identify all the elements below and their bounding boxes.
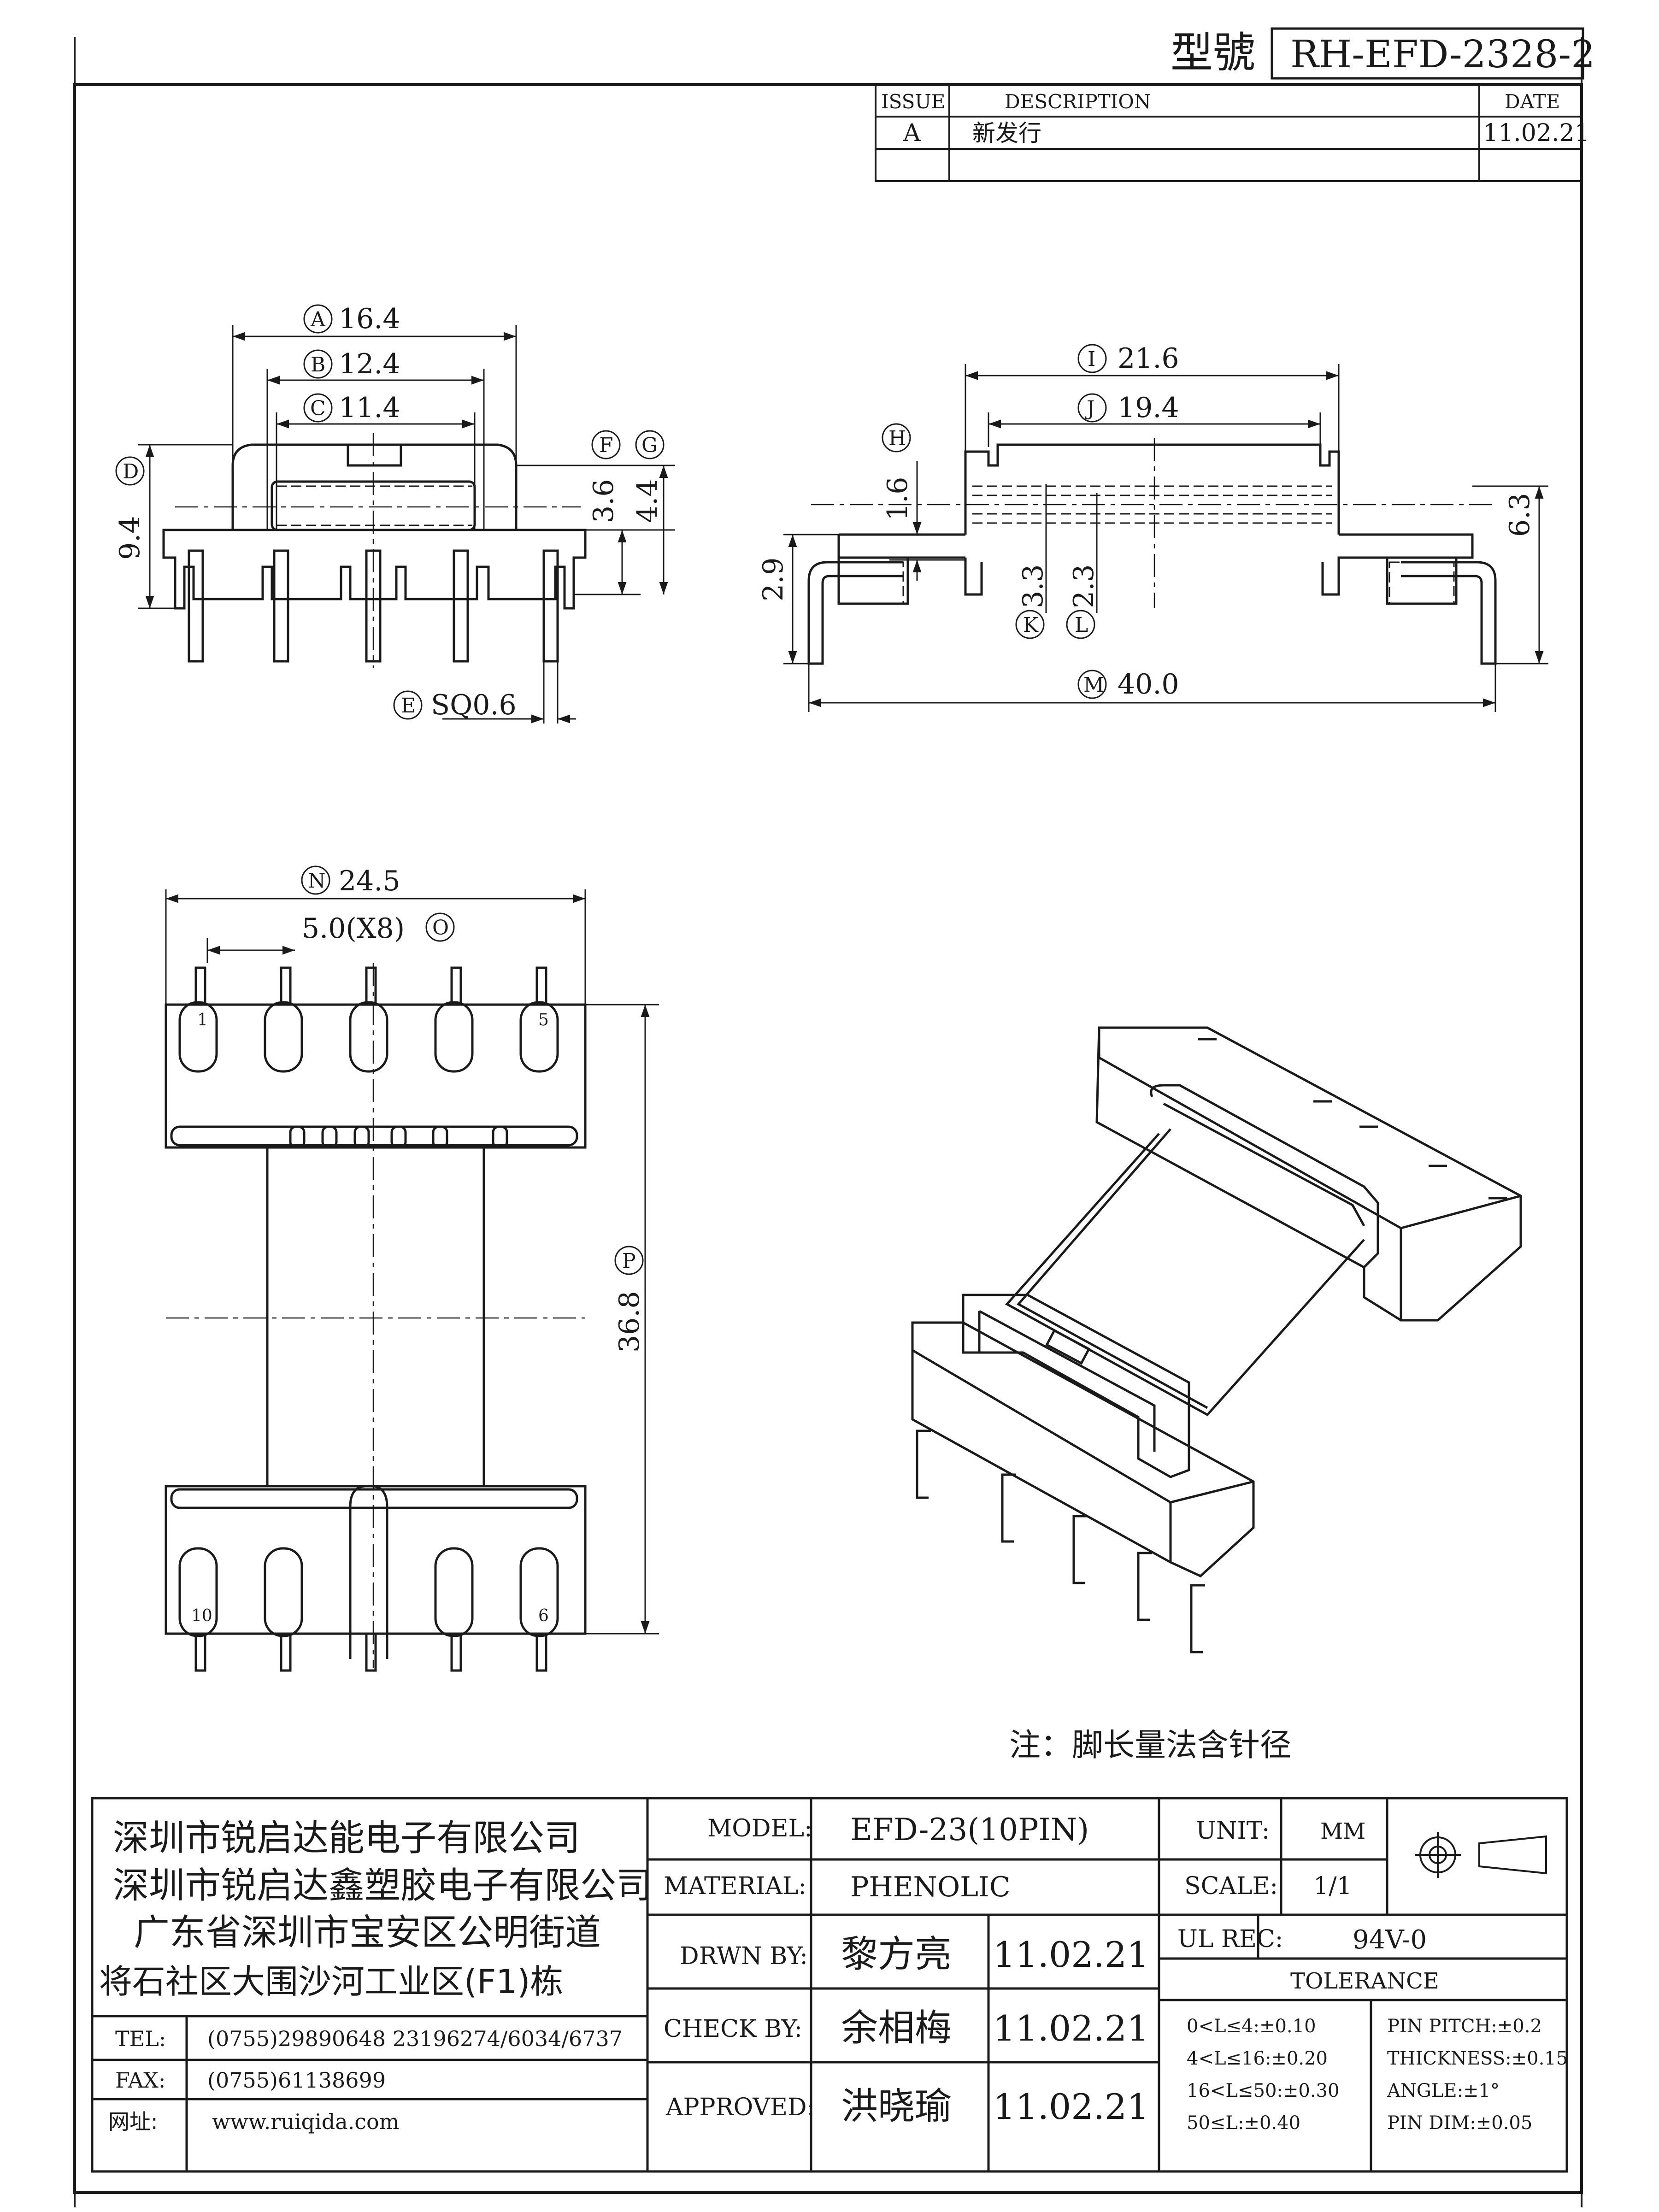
tolerance-row3: 16<L≤50:±0.30 [1187, 2080, 1339, 2101]
drawn-date: 11.02.21 [993, 1934, 1149, 1975]
tolerance-row2: 4<L≤16:±0.20 [1187, 2048, 1328, 2069]
dim-letter-f: F [599, 434, 613, 457]
dim-o-value: 5.0(X8) [302, 912, 405, 945]
tolerance-row8: PIN DIM:±0.05 [1387, 2112, 1532, 2134]
dim-letter-n: N [308, 869, 326, 893]
dim-letter-g: G [641, 434, 658, 457]
front-view: A 16.4 B 12.4 C 11.4 [114, 303, 675, 724]
dim-63-value: 6.3 [1504, 493, 1536, 537]
revision-table: ISSUE DESCRIPTION DATE A 新发行 11.02.21 [875, 83, 1590, 182]
dim-letter-j: J [1085, 397, 1095, 420]
approved-name: 洪晓瑜 [841, 2085, 952, 2128]
dim-29-value: 2.9 [757, 558, 789, 601]
approved-date: 11.02.21 [993, 2086, 1149, 2127]
company-line1: 深圳市锐启达能电子有限公司 [113, 1818, 580, 1859]
dim-j-value: 19.4 [1118, 392, 1179, 424]
tel-value: (0755)29890648 23196274/6034/6737 [207, 2026, 623, 2051]
tel-label: TEL: [115, 2026, 166, 2051]
corner-marks [74, 37, 1583, 2207]
dim-e-value: SQ0.6 [431, 689, 517, 721]
dim-letter-i: I [1088, 347, 1095, 371]
revision-row-date: 11.02.21 [1483, 119, 1590, 147]
revision-row-description: 新发行 [972, 120, 1041, 147]
model-code-header: 型號 RH-EFD-2328-2 [1171, 27, 1595, 80]
dim-k-value: 3.3 [1017, 565, 1049, 608]
top-view: N 24.5 5.0(X8) O [165, 865, 659, 1672]
dim-letter-h: H [888, 427, 906, 450]
material-value: PHENOLIC [850, 1871, 1011, 1903]
model-code-label: 型號 [1171, 28, 1255, 77]
pin-label-1: 1 [197, 1011, 208, 1030]
web-label: 网址: [108, 2109, 158, 2134]
revision-col-date: DATE [1505, 90, 1560, 113]
company-line4: 将石社区大围沙河工业区(F1)栋 [99, 1962, 563, 2001]
projection-symbol [1415, 1832, 1547, 1878]
dim-l-value: 2.3 [1068, 565, 1100, 608]
dim-p-value: 36.8 [613, 1291, 646, 1353]
company-line3: 广东省深圳市宝安区公明街道 [134, 1912, 601, 1953]
dim-letter-b: B [311, 353, 325, 377]
dim-letter-k: K [1023, 613, 1039, 637]
drawn-label: DRWN BY: [680, 1942, 808, 1970]
dim-letter-p: P [622, 1249, 636, 1273]
check-name: 余相梅 [841, 2006, 952, 2049]
check-label: CHECK BY: [664, 2015, 802, 2043]
dim-n-value: 24.5 [339, 865, 400, 897]
tolerance-row1: 0<L≤4:±0.10 [1187, 2016, 1316, 2037]
approved-label: APPROVED: [665, 2094, 815, 2121]
model-label: MODEL: [707, 1815, 812, 1842]
sheet-frame [73, 83, 1583, 2194]
revision-row-issue: A [903, 119, 921, 147]
dim-i-value: 21.6 [1118, 342, 1179, 375]
dim-letter-l: L [1075, 613, 1088, 637]
pin-label-6: 6 [538, 1606, 549, 1625]
dim-d-value: 9.4 [114, 516, 146, 560]
dim-m-value: 40.0 [1118, 668, 1179, 700]
model-code-value: RH-EFD-2328-2 [1290, 33, 1595, 76]
dim-letter-e: E [401, 694, 416, 718]
dim-letter-m: M [1083, 673, 1104, 697]
dim-c-value: 11.4 [339, 392, 400, 424]
tolerance-row5: PIN PITCH:±0.2 [1387, 2016, 1542, 2037]
tolerance-label: TOLERANCE [1290, 1968, 1439, 1994]
scale-value: 1/1 [1313, 1872, 1352, 1900]
pin-label-10: 10 [191, 1606, 212, 1625]
revision-col-description: DESCRIPTION [1005, 90, 1151, 113]
dim-f-value: 3.6 [588, 479, 620, 523]
dim-b-value: 12.4 [339, 348, 400, 380]
tolerance-row4: 50≤L:±0.40 [1187, 2112, 1300, 2134]
company-line2: 深圳市锐启达鑫塑胶电子有限公司 [113, 1865, 652, 1906]
check-date: 11.02.21 [993, 2008, 1149, 2049]
pin-label-5: 5 [538, 1011, 549, 1030]
ul-value: 94V-0 [1353, 1925, 1427, 1955]
dim-h-value: 1.6 [882, 477, 914, 521]
dim-g-value: 4.4 [631, 479, 664, 523]
isometric-view [911, 1026, 1522, 1653]
fax-value: (0755)61138699 [207, 2068, 386, 2093]
drawn-name: 黎方亮 [841, 1933, 952, 1976]
scale-label: SCALE: [1184, 1872, 1278, 1900]
dim-letter-a: A [310, 308, 326, 331]
dim-letter-d: D [123, 460, 139, 483]
unit-value: MM [1320, 1818, 1365, 1844]
web-value: www.ruiqida.com [212, 2109, 399, 2134]
dim-letter-o: O [432, 916, 449, 940]
revision-col-issue: ISSUE [881, 90, 945, 113]
note-text: 注：脚长量法含针径 [1009, 1727, 1291, 1764]
material-label: MATERIAL: [664, 1872, 806, 1900]
model-value: EFD-23(10PIN) [850, 1812, 1089, 1847]
tolerance-row6: THICKNESS:±0.15 [1387, 2048, 1568, 2069]
title-block: 深圳市锐启达能电子有限公司 深圳市锐启达鑫塑胶电子有限公司 广东省深圳市宝安区公… [91, 1797, 1568, 2173]
fax-label: FAX: [115, 2068, 165, 2093]
ul-label: UL REC: [1177, 1925, 1283, 1953]
dim-letter-c: C [310, 397, 326, 420]
dim-a-value: 16.4 [339, 303, 400, 335]
tolerance-row7: ANGLE:±1° [1387, 2080, 1500, 2101]
unit-label: UNIT: [1196, 1817, 1270, 1845]
side-view: I 21.6 J 19.4 [757, 342, 1548, 712]
